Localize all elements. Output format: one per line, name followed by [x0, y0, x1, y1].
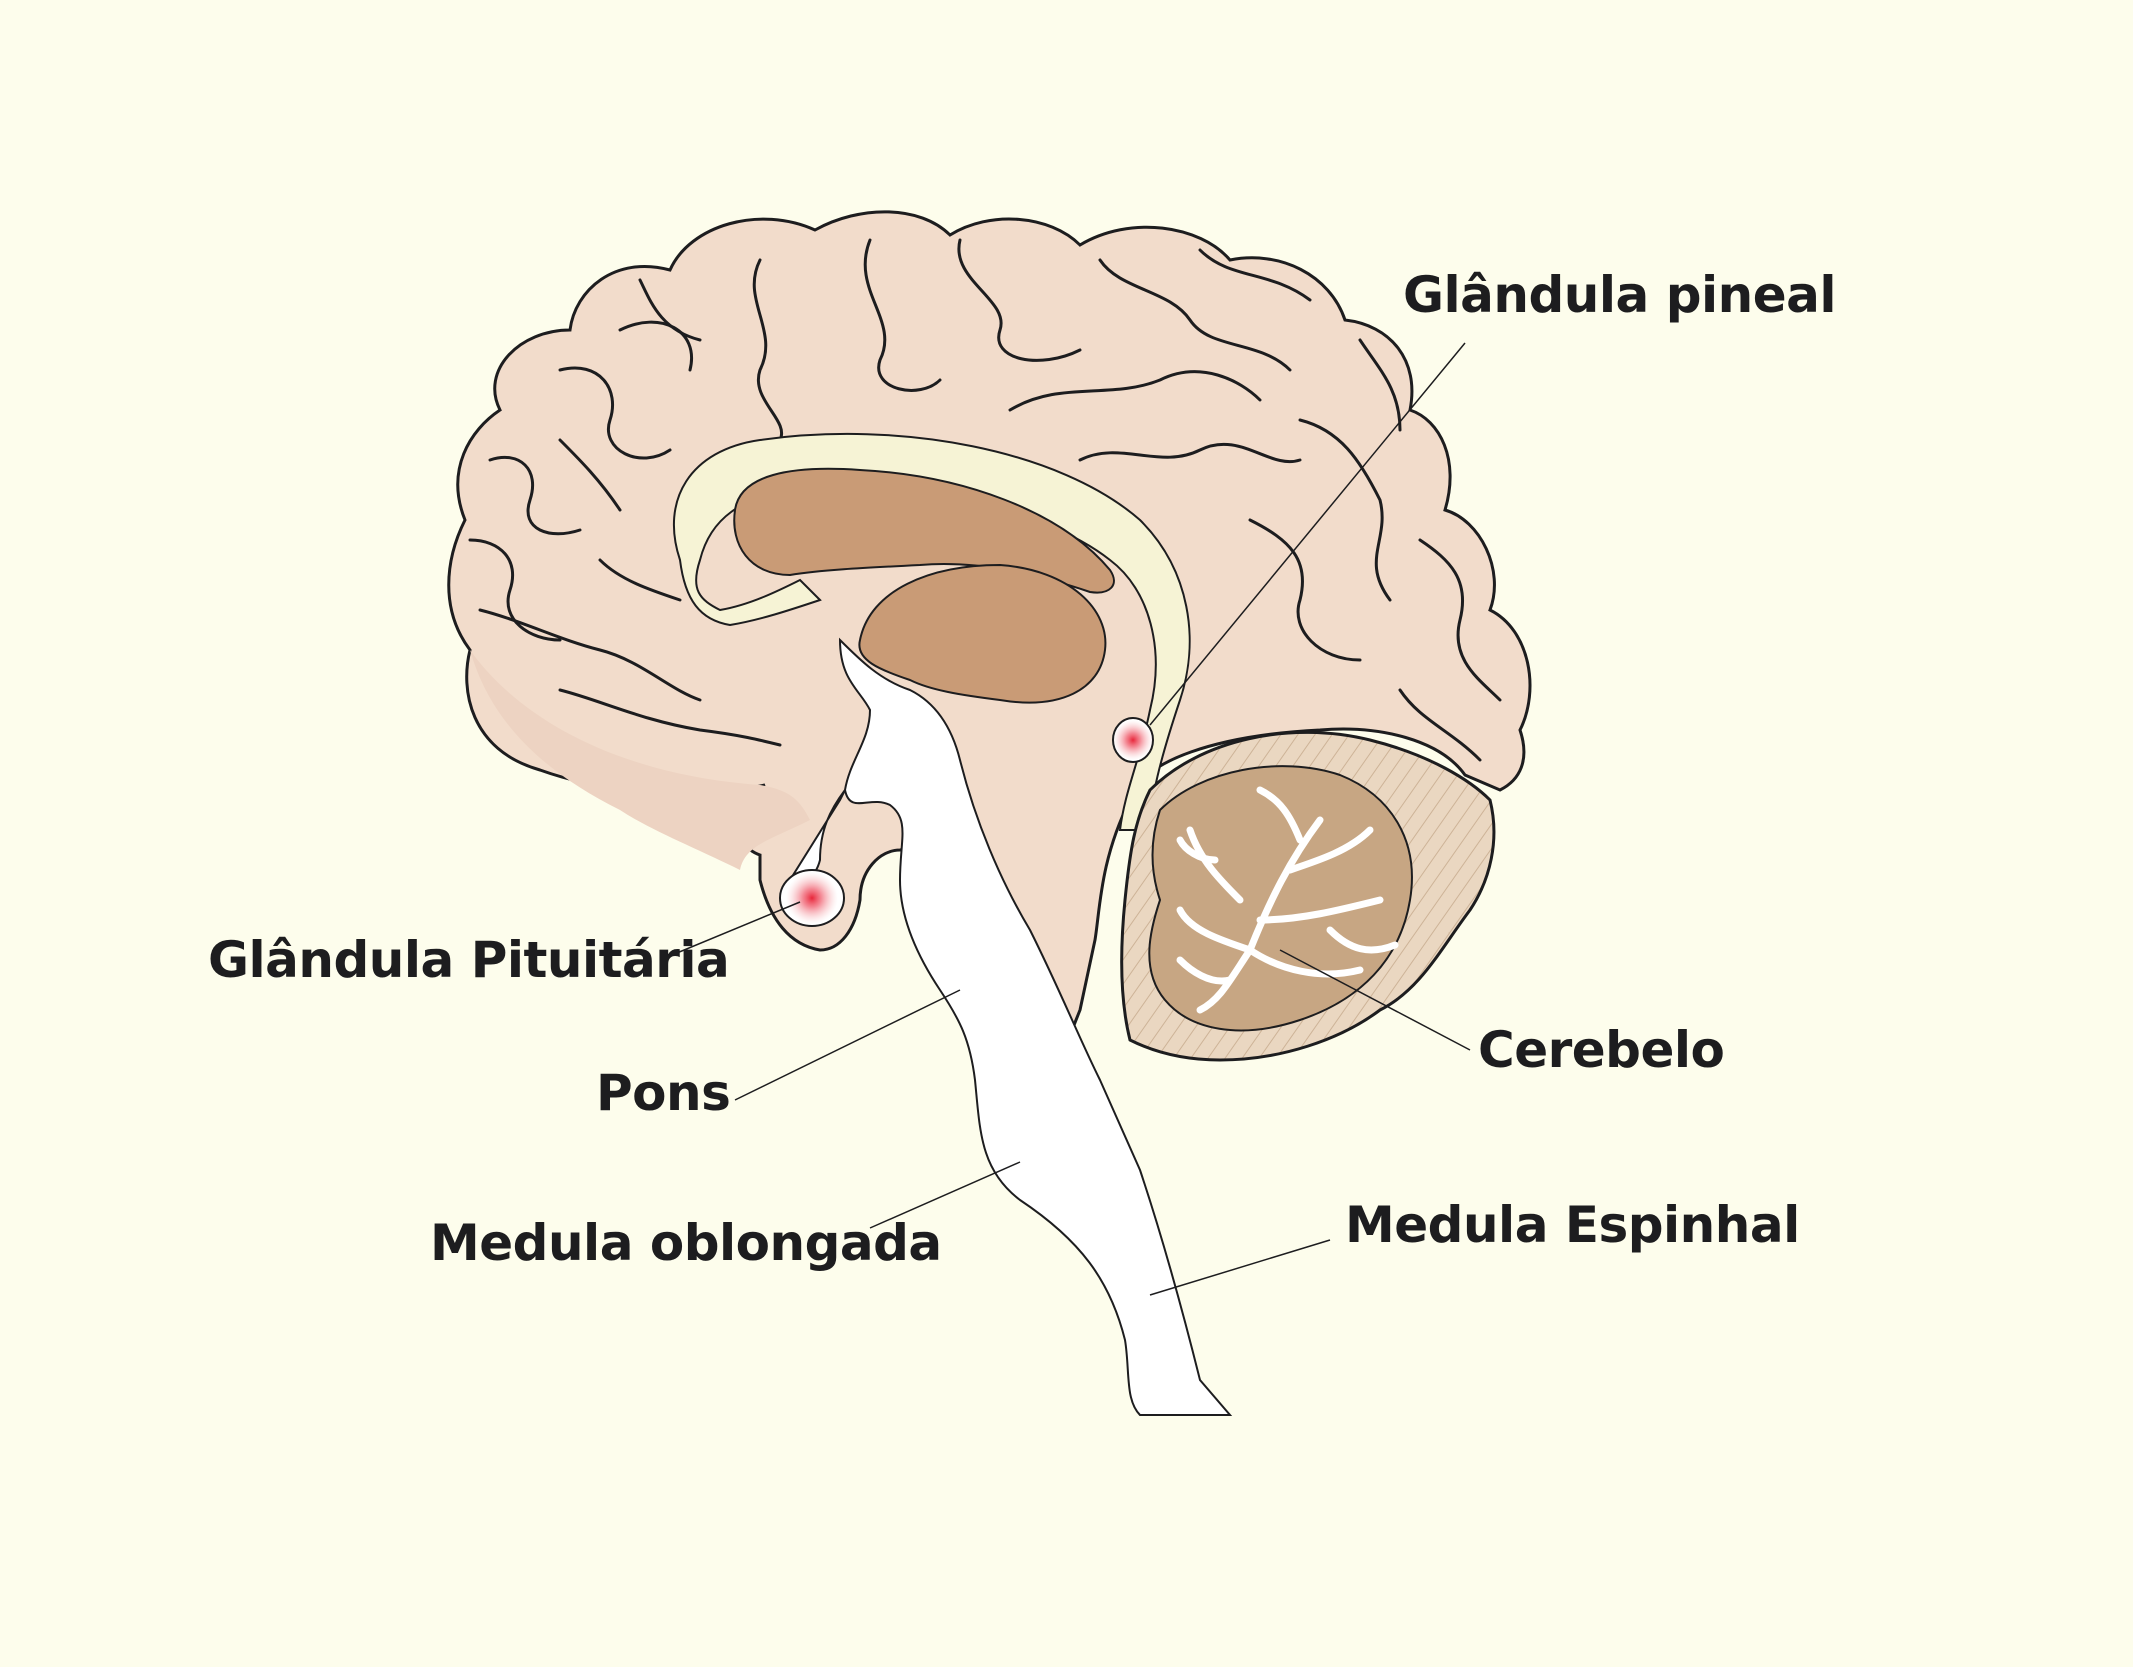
label-pons: Pons — [596, 1064, 731, 1122]
lateral-ventricle — [733, 467, 1115, 594]
corpus-callosum — [672, 432, 1191, 831]
label-medula-espinhal: Medula Espinhal — [1345, 1196, 1800, 1254]
label-cerebelo: Cerebelo — [1478, 1021, 1725, 1079]
label-glandula-pituitaria: Glândula Pituitária — [208, 931, 730, 989]
brainstem — [838, 637, 1233, 1416]
leader-lines — [659, 342, 1471, 1296]
leader-line-oblongada — [869, 1161, 1021, 1229]
label-glandula-pineal: Glândula pineal — [1403, 266, 1837, 324]
cerebellum-branches — [1176, 786, 1399, 1014]
cerebellum-arbor-vitae — [1148, 765, 1413, 1032]
leader-line-pituitaria — [659, 901, 801, 961]
leader-line-espinhal — [1149, 1239, 1331, 1296]
label-medula-oblongada: Medula oblongada — [430, 1214, 942, 1272]
thalamus — [858, 563, 1107, 704]
cerebrum-gyri — [468, 238, 1502, 762]
pituitary-gland-highlight — [786, 872, 838, 924]
leader-line-pons — [734, 989, 961, 1101]
temporal-lobe — [470, 650, 810, 870]
leader-line-cerebelo — [1279, 949, 1471, 1051]
pineal-gland-highlight — [1113, 720, 1153, 760]
leader-line-pineal — [1149, 342, 1466, 726]
